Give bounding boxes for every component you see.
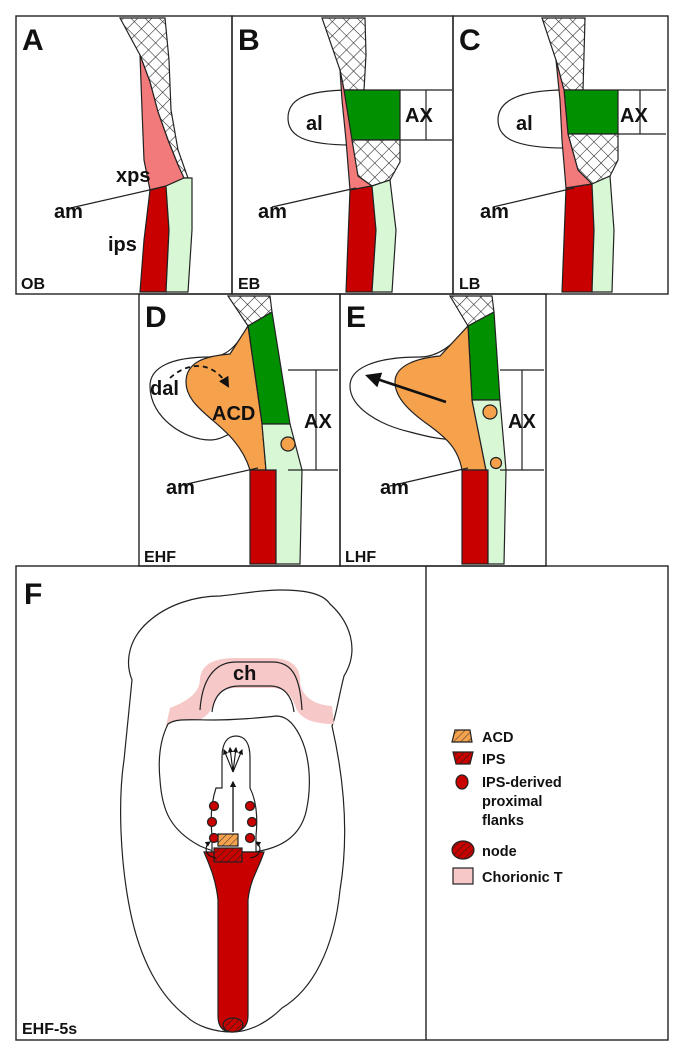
mesoderm-region [471,399,507,565]
panel-e: E AX am LHF [339,293,547,567]
migration-arrow-solid [365,372,447,404]
acd-hatched-region [217,833,239,847]
panel-f-stage: EHF-5s [22,1021,77,1038]
ips-flank-dot [208,800,220,812]
panel-d: D dal ACD AX am EHF [138,293,341,567]
mesoderm-region [591,175,615,293]
mesoderm-region [371,179,397,293]
panel-b-stage: EB [238,276,260,293]
panel-c-frame [452,15,669,295]
ax-label: AX [405,105,433,127]
acd-swatch-icon [451,729,473,743]
ips-region [461,469,489,565]
ips-region [139,185,170,293]
am-leader-line [65,187,159,210]
panel-b-letter: B [238,24,260,57]
acd-label: ACD [212,403,255,425]
ips-flank-dot [246,816,258,828]
mesoderm-region [261,423,303,565]
ax-label: AX [508,411,536,433]
legend: ACD IPS IPS-derived proximal flanks node… [451,729,563,886]
neural-plate-outline [210,735,258,853]
al-label: al [306,113,323,135]
lateral-arrow-right [249,841,262,859]
panel-f: F ch EHF-5s [15,565,669,1041]
legend-label-chorionic-t: Chorionic T [482,870,563,886]
fan-arrow [232,746,239,773]
panel-a-letter: A [22,24,44,57]
legend-label-flanks: flanks [482,813,524,829]
red-dot-icon [455,774,469,790]
al-label: al [516,113,533,135]
acd-region [394,324,487,471]
panel-f-letter: F [24,578,42,611]
panel-c-letter: C [459,24,481,57]
fan-arrow [227,746,234,773]
orange-cell-dot-small [489,456,503,470]
ips-region [345,185,377,293]
panel-d-letter: D [145,301,167,334]
chorion-swatch-icon [452,867,474,885]
panel-d-stage: EHF [144,549,176,566]
xps-label: xps [116,165,150,187]
node-swatch-icon [451,840,475,860]
acd-region [185,324,267,471]
ips-flank-dot [206,816,218,828]
ips-hatched-region [213,847,243,863]
legend-label-proximal: proximal [482,794,542,810]
legend-label-node: node [482,844,517,860]
am-label: am [258,201,287,223]
am-label: am [480,201,509,223]
ax-green-region [563,89,619,135]
chorion-region [166,658,334,726]
panel-a-stage: OB [21,276,45,293]
panel-a: A xps am ips OB [15,15,233,295]
ips-flank-dot [244,832,256,844]
ips-flank-dot [244,800,256,812]
ax-green-region [343,89,401,141]
ax-green-region [467,311,501,401]
am-leader-line [177,467,259,487]
ips-label: ips [108,234,137,256]
ax-label: AX [304,411,332,433]
ax-label: AX [620,105,648,127]
am-leader-line [271,187,357,208]
ips-swatch-icon [452,751,474,765]
panel-b: B al AX am EB [231,15,454,295]
legend-label-acd: ACD [482,730,513,746]
am-label: am [54,201,83,223]
node-region [222,1017,244,1033]
am-leader-line [492,187,575,208]
mesoderm-region [165,177,193,293]
lateral-arrow-left [204,841,217,859]
ips-region [249,469,277,565]
ips-flank-dot [208,832,220,844]
orange-cell-dot [280,436,296,452]
am-label: am [166,477,195,499]
dal-label: dal [150,378,179,400]
ips-region [561,183,595,293]
legend-label-ips: IPS [482,752,506,768]
panel-e-stage: LHF [345,549,376,566]
fan-arrow [223,748,234,773]
panel-c: C al AX am LB [452,15,669,295]
ch-label: ch [233,663,256,685]
headfold-inner-outline [211,685,295,713]
panel-c-stage: LB [459,276,480,293]
panel-f-frame [15,565,669,1041]
panel-e-letter: E [346,301,366,334]
orange-cell-dot [482,404,498,420]
headfold-outline [199,661,303,711]
crosshatch-region [321,17,367,91]
am-label: am [380,477,409,499]
allantois-bud [497,89,567,149]
legend-label-ips-derived: IPS-derived [482,775,562,791]
crosshatch-region [541,17,586,91]
am-leader-line [389,467,469,487]
fan-arrow [232,748,243,773]
allantois-bud [287,89,353,146]
